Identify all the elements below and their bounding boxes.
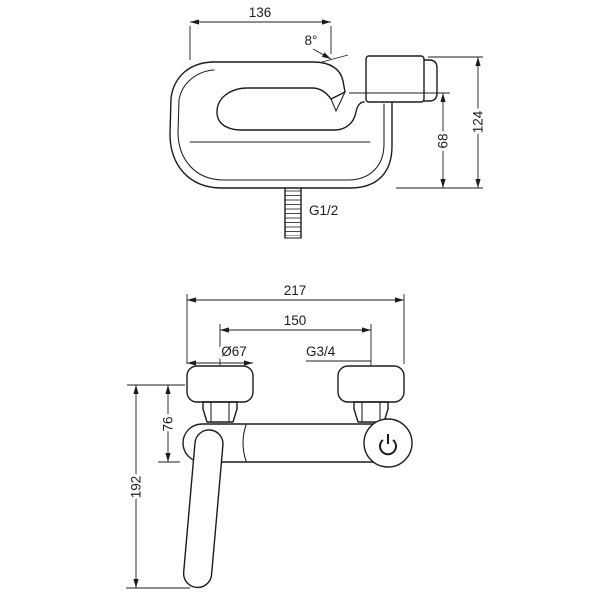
front-view: 217 150 Ø67 G3/4 [126,283,413,589]
angle-leader-line [312,48,332,60]
handle-end-cap [423,59,438,102]
dimension-connection-spacing: 150 [219,313,372,365]
spout-outlet-beak [330,91,346,113]
lever-handle [182,429,224,589]
left-nut [202,401,238,423]
escutcheon-diameter-label: Ø67 [221,344,247,359]
total-height-label: 124 [471,110,486,133]
faucet-body-side [169,61,393,189]
body-inner-contour [177,69,385,181]
left-escutcheon [186,365,254,403]
connection-spacing-label: 150 [284,313,307,328]
connection-nuts [202,401,389,423]
body-offset-label: 76 [161,416,176,431]
dimension-spout-angle: 8° [305,33,349,63]
dimension-outlet-height: 68 [349,92,454,188]
escutcheons [186,365,405,403]
side-view: 136 8° [169,5,489,239]
inlet-thread-label: G1/2 [309,203,338,218]
right-escutcheon [337,365,405,403]
connection-thread-callout: G3/4 [306,344,371,362]
spout-reach-label: 136 [249,5,272,20]
power-icon-arc [379,439,397,456]
handle-cylinder [365,55,438,103]
body-outer-outline [169,61,393,189]
spout-arm-outline [211,61,365,131]
handle-joint-line [242,424,247,462]
inlet-pipe [284,187,302,239]
outlet-height-label: 68 [436,133,451,148]
power-icon [379,434,397,456]
handle-length-label: 192 [129,476,144,499]
connection-thread-label: G3/4 [306,344,336,359]
angle-reference-line [321,54,349,63]
spout-angle-label: 8° [305,33,318,48]
diverter-knob [363,418,413,468]
drawing-root: 136 8° [126,5,489,589]
total-width-label: 217 [284,283,307,298]
dimension-total-height: 124 [396,56,489,189]
pipe-threads [285,190,301,236]
dimension-spout-reach: 136 [189,5,332,60]
dimension-handle-length: 192 [126,385,190,589]
knurled-grip [365,55,425,103]
dimension-body-offset: 76 [127,384,185,463]
dimension-escutcheon-diameter: Ø67 [187,341,253,366]
dimension-total-width: 217 [186,283,405,364]
